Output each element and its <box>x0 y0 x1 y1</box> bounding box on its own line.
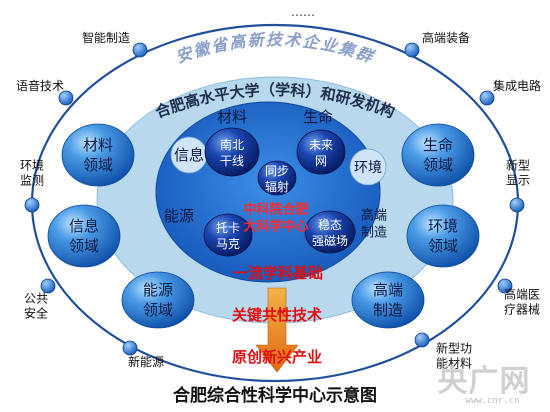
flow-step-new-industry: 原创新兴产业 <box>232 348 322 366</box>
outer-node-xinxing-cailiao <box>414 332 430 348</box>
outer-node-zhineng <box>132 42 148 58</box>
outer-node-jicheng <box>479 90 495 106</box>
domain-label-xinxi: 信息领域 <box>69 217 99 255</box>
flow-step-key-tech: 关键共性技术 <box>232 306 322 324</box>
inner-word-shengming: 生命 <box>303 108 333 126</box>
outer-label-zhineng: 智能制造 <box>82 30 130 45</box>
domain-label-huanjing: 环境领域 <box>428 217 458 255</box>
outer-node-gaoduan-yiliao <box>497 278 513 294</box>
outer-label-xinxing-xianshi: 新型显示 <box>506 158 530 188</box>
facility-ball-weilai <box>296 129 346 175</box>
domain-label-shengming: 生命领域 <box>423 136 453 174</box>
outer-label-gaoduan-yiliao: 高端医疗器械 <box>504 287 540 317</box>
inner-word-cailiao: 材料 <box>217 108 247 126</box>
domain-label-cailiao: 材料领域 <box>83 136 113 174</box>
facility-label-weilai: 未来网 <box>309 138 333 168</box>
facility-ball-nanbei <box>204 127 260 177</box>
outer-label-xinxing-cailiao: 新型功能材料 <box>436 341 472 371</box>
center-label-text: 中科院合肥大科学中心 <box>243 202 308 235</box>
watermark-logo: 央广网 <box>437 364 531 399</box>
outer-label-huanjing-jiance: 环境监测 <box>20 158 44 188</box>
domain-ball-cailiao <box>61 123 135 187</box>
inner-word-huanjing: 环境 <box>354 160 382 176</box>
facility-label-tongbu: 同步辐射 <box>265 164 289 194</box>
outer-label-yuyin: 语音技术 <box>16 78 64 93</box>
domain-ball-gaoduan-zhizao <box>351 271 425 329</box>
outer-label-jicheng: 集成电路 <box>493 78 541 93</box>
domain-ball-xinxi <box>47 204 121 268</box>
facility-ball-wentai <box>304 210 356 254</box>
outer-ring-title: 安徽省高新技术企业集群 <box>173 30 377 67</box>
outer-node-xinxing-xianshi <box>509 197 525 213</box>
outer-label-xinnengyuan: 新能源 <box>128 354 164 369</box>
inner-word-gaoduan-zhizao: 高端制造 <box>361 208 387 241</box>
diagram-caption: 合肥综合性科学中心示意图 <box>173 386 377 406</box>
outer-node-xinnengyuan <box>122 340 138 356</box>
top-dots: …… <box>291 5 315 19</box>
inner-word-bg-huanjing <box>349 148 387 186</box>
outer-node-huanjing-jiance <box>24 197 40 213</box>
outer-node-gaoduan-zhuangbei <box>404 42 420 58</box>
facility-label-wentai: 稳态强磁场 <box>312 217 348 248</box>
outer-label-gaoduan-zhuangbei: 高端装备 <box>422 30 470 45</box>
domain-ball-shengming <box>401 123 475 187</box>
outer-node-gonggong-anquan <box>40 278 56 294</box>
outer-label-gonggong-anquan: 公共安全 <box>24 292 48 321</box>
facility-ball-tongbu <box>257 160 297 196</box>
facility-ball-tuoka <box>203 213 253 257</box>
domain-ball-huanjing <box>406 204 480 268</box>
inner-word-nengyuan: 能源 <box>164 207 194 225</box>
flow-arrow <box>255 287 299 373</box>
domain-label-nengyuan: 能源领域 <box>143 281 173 319</box>
outer-node-yuyin <box>58 90 74 106</box>
domain-ball-nengyuan <box>121 271 195 329</box>
foundation-text: 一流学科基础 <box>233 264 323 282</box>
facility-label-nanbei: 南北干线 <box>220 137 244 168</box>
domain-label-gaoduan-zhizao: 高端制造 <box>373 281 403 319</box>
watermark-url: www.cnr.cn <box>465 396 520 406</box>
inner-word-xinxi: 信息 <box>174 146 204 164</box>
facility-label-tuoka: 托卡马克 <box>216 221 240 251</box>
center-label: 中科院合肥大科学中心 <box>243 202 308 235</box>
